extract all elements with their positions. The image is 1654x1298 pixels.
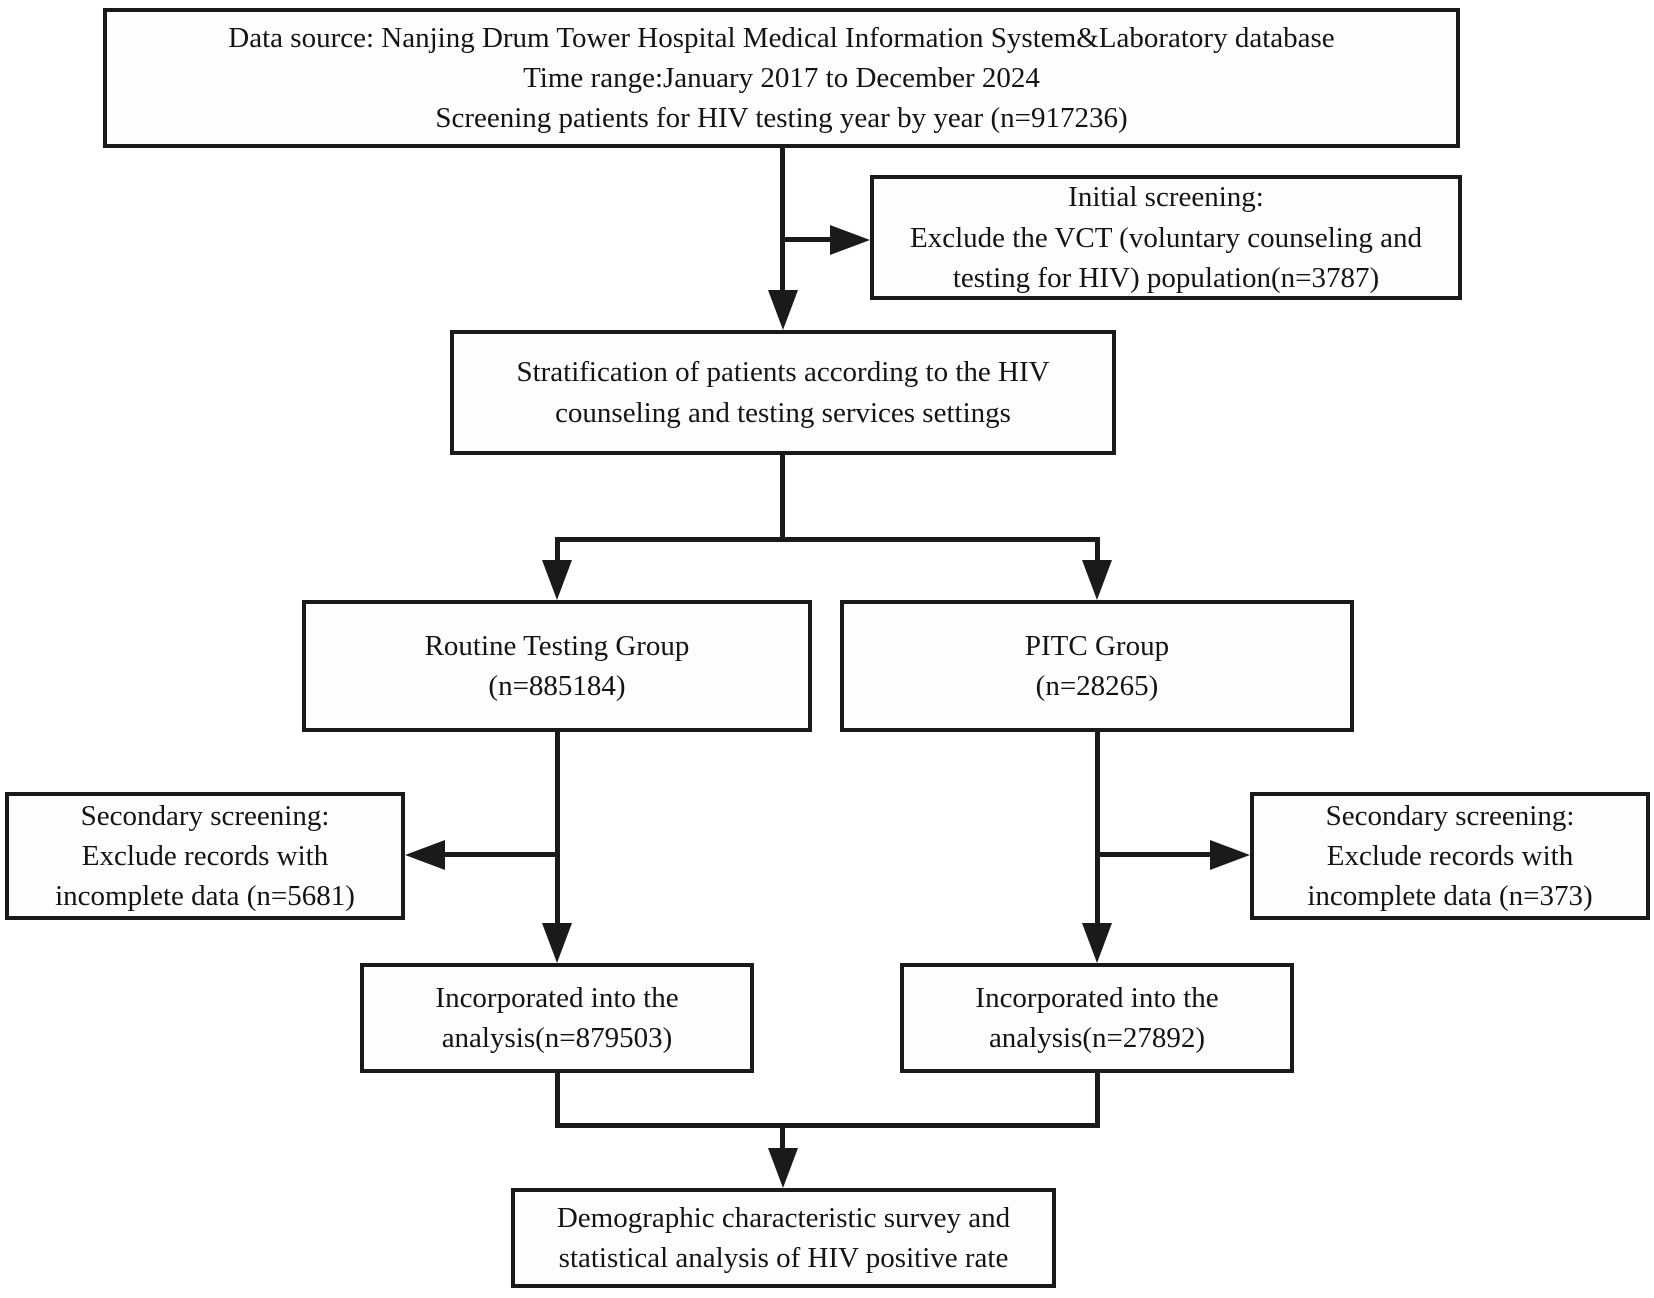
connector-pitc-to-incorporated <box>1095 732 1100 926</box>
text-line: Screening patients for HIV testing year … <box>435 102 1128 134</box>
node-initial-screening: Initial screening: Exclude the VCT (volu… <box>870 175 1462 300</box>
arrowhead-down-icon <box>1082 923 1112 963</box>
arrowhead-down-icon <box>768 290 798 330</box>
connector-merge-right <box>1095 1073 1100 1128</box>
node-incorporated-analysis-right: Incorporated into the analysis(n=27892) <box>900 963 1294 1073</box>
text-line: Exclude the VCT (voluntary counseling an… <box>910 221 1422 254</box>
text-line: Data source: Nanjing Drum Tower Hospital… <box>228 21 1335 54</box>
text-line: PITC Group <box>1024 629 1170 662</box>
node-data-source: Data source: Nanjing Drum Tower Hospital… <box>103 8 1460 148</box>
node-stratification: Stratification of patients according to … <box>450 330 1116 455</box>
connector-merge-to-final <box>780 1123 785 1152</box>
arrowhead-right-icon <box>1210 840 1250 870</box>
text-line: Exclude records with <box>1326 840 1574 872</box>
node-secondary-screening-right: Secondary screening: Exclude records wit… <box>1250 792 1650 920</box>
connector-split-horizontal <box>555 537 1100 542</box>
node-secondary-screening-left: Secondary screening: Exclude records wit… <box>5 792 405 920</box>
node-routine-testing-group: Routine Testing Group (n=885184) <box>302 600 812 732</box>
text-line: Incorporated into the <box>975 981 1219 1014</box>
arrowhead-down-icon <box>1082 560 1112 600</box>
text-line: Demographic characteristic survey and <box>556 1201 1011 1234</box>
text-line: testing for HIV) population(n=3787) <box>952 261 1380 294</box>
text-line: analysis(n=27892) <box>988 1022 1206 1054</box>
connector-merge-horizontal <box>555 1123 1100 1128</box>
node-incorporated-analysis-left: Incorporated into the analysis(n=879503) <box>360 963 754 1073</box>
arrowhead-left-icon <box>405 840 445 870</box>
connector-branch-initial-screening <box>781 237 834 242</box>
arrowhead-down-icon <box>542 560 572 600</box>
text-line: Stratification of patients according to … <box>516 356 1050 389</box>
text-line: counseling and testing services settings <box>555 396 1011 429</box>
text-line: Exclude records with <box>81 840 329 872</box>
text-line: (n=28265) <box>1035 670 1159 702</box>
text-line: Time range:January 2017 to December 2024 <box>523 61 1040 94</box>
node-pitc-group: PITC Group (n=28265) <box>840 600 1354 732</box>
text-line: incomplete data (n=5681) <box>55 880 355 913</box>
connector-routine-to-incorporated <box>555 732 560 926</box>
connector-stratification-to-split <box>780 455 785 542</box>
arrowhead-down-icon <box>542 923 572 963</box>
text-line: (n=885184) <box>488 670 626 702</box>
connector-branch-secondary-left <box>443 852 560 857</box>
text-line: statistical analysis of HIV positive rat… <box>558 1242 1009 1274</box>
text-line: Secondary screening: <box>1325 799 1575 832</box>
connector-top-to-stratification <box>780 148 785 295</box>
text-line: Incorporated into the <box>435 981 679 1014</box>
connector-split-to-routine <box>555 537 560 563</box>
text-line: Secondary screening: <box>80 799 330 832</box>
connector-merge-left <box>555 1073 560 1128</box>
text-line: Routine Testing Group <box>424 629 690 662</box>
node-final-analysis: Demographic characteristic survey and st… <box>511 1188 1056 1288</box>
connector-split-to-pitc <box>1095 537 1100 563</box>
text-line: analysis(n=879503) <box>441 1022 673 1054</box>
text-line: Initial screening: <box>1068 181 1264 214</box>
text-line: incomplete data (n=373) <box>1307 880 1593 913</box>
arrowhead-right-icon <box>830 225 870 255</box>
connector-branch-secondary-right <box>1095 852 1212 857</box>
arrowhead-down-icon <box>768 1148 798 1188</box>
